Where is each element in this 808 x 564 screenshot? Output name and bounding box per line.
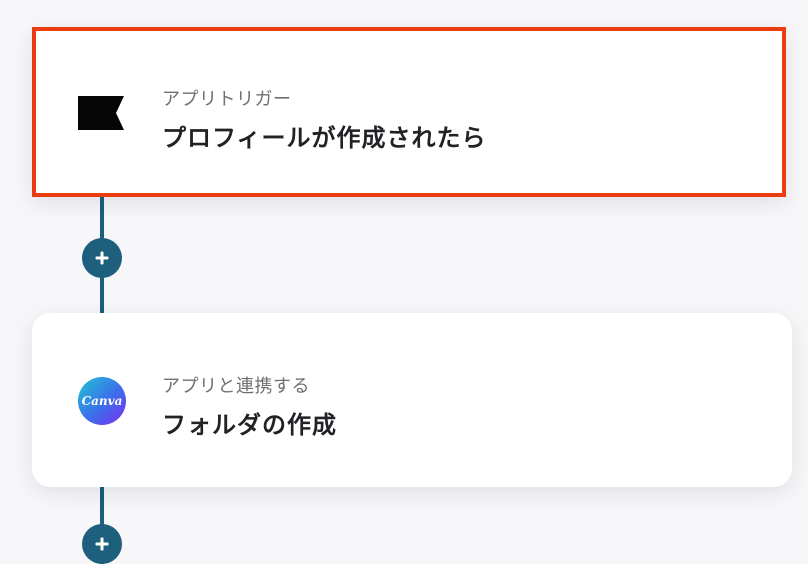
step-caption: アプリと連携する <box>162 376 310 397</box>
canva-logo-text: Canva <box>82 394 123 408</box>
flag-icon <box>78 89 126 137</box>
plus-icon <box>95 537 109 551</box>
step-title: プロフィールが作成されたら <box>162 124 487 152</box>
add-step-button[interactable] <box>82 524 122 564</box>
plus-icon <box>95 251 109 265</box>
step-caption: アプリトリガー <box>162 89 292 110</box>
selection-outline <box>32 27 786 197</box>
add-step-button[interactable] <box>82 238 122 278</box>
canva-logo-icon: Canva <box>78 377 126 425</box>
trigger-step-card[interactable]: アプリトリガー プロフィールが作成されたら <box>32 27 786 197</box>
step-title: フォルダの作成 <box>162 411 337 439</box>
action-step-card[interactable]: Canva アプリと連携する フォルダの作成 <box>32 313 792 487</box>
